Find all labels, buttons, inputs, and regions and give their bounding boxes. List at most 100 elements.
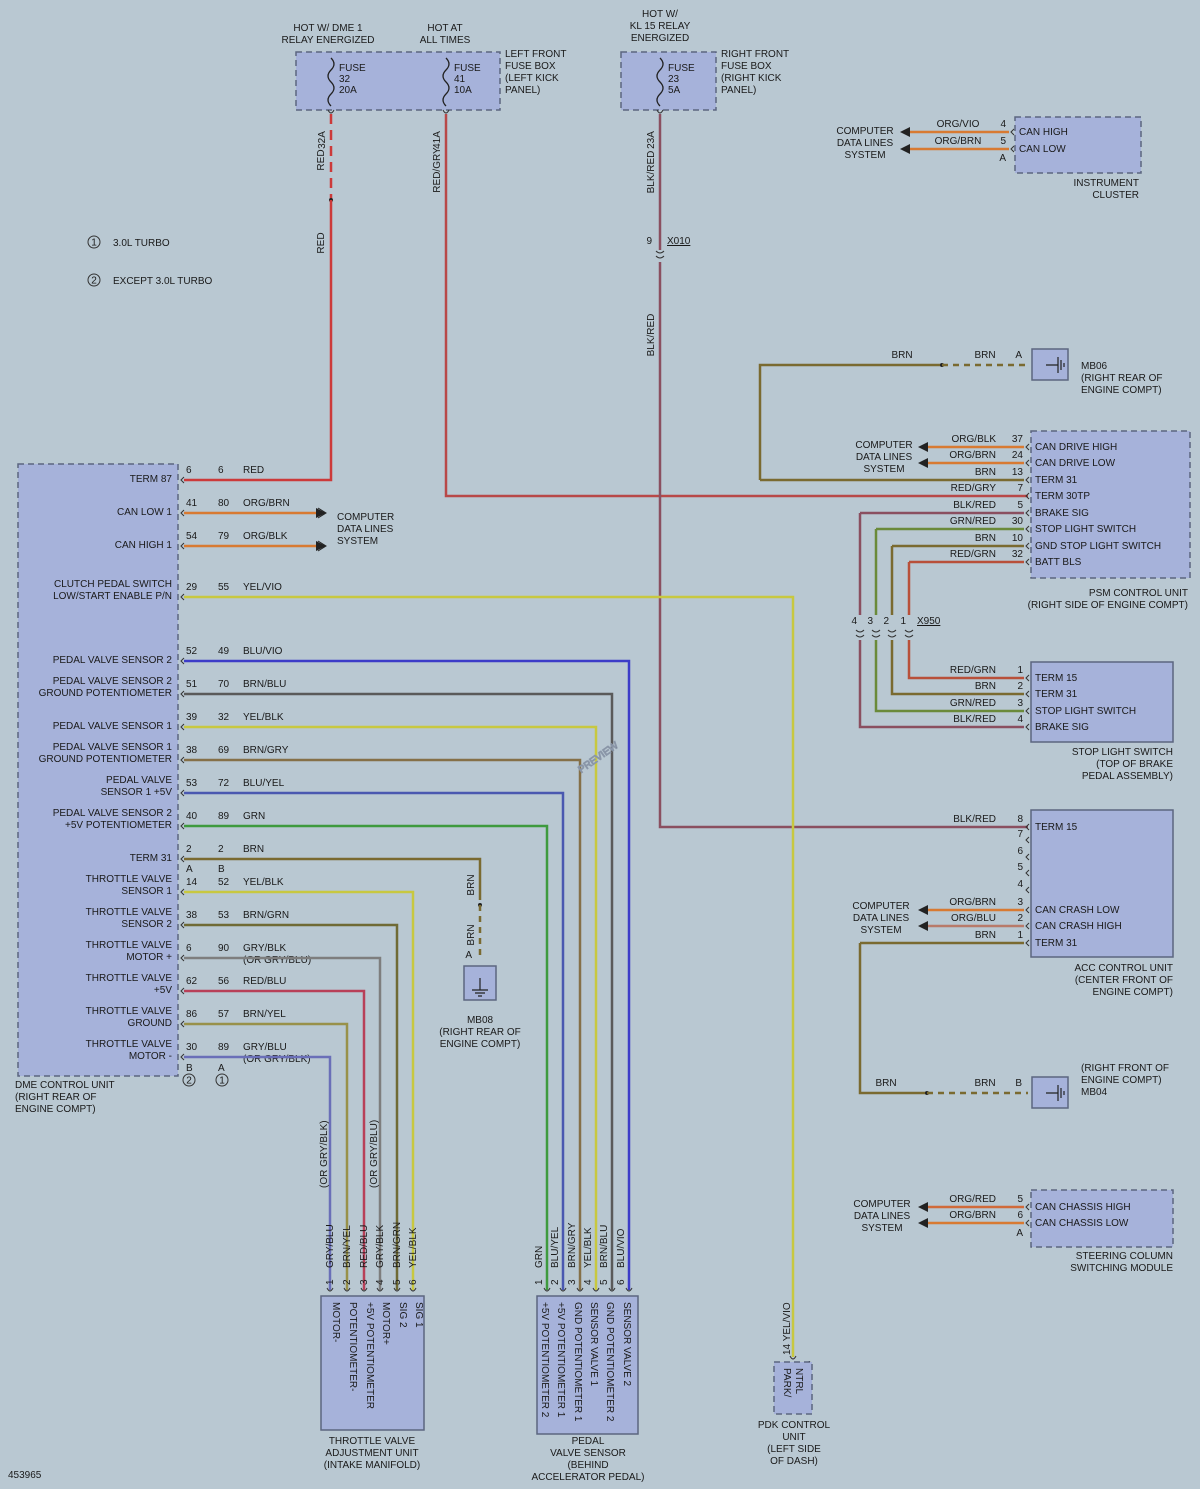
- left-fuse-box-label: (LEFT KICK: [505, 73, 559, 84]
- steering-pin-label: CAN CHASSIS LOW: [1035, 1218, 1129, 1229]
- circle-number: 1: [219, 1076, 225, 1087]
- dme-pin-number: 40: [186, 811, 198, 822]
- fuse32-label: FUSE: [339, 63, 366, 74]
- pdk-title: PDK CONTROL: [758, 1420, 831, 1431]
- psm-pin: 5: [1017, 500, 1023, 511]
- mb08-pin: A: [465, 950, 472, 961]
- throttle-pin-label: POTENTIOMETER-: [347, 1302, 358, 1391]
- x010-label: X010: [667, 236, 691, 247]
- fuse32-label: 32: [339, 74, 351, 85]
- psm-pin: 32: [1012, 549, 1024, 560]
- dme-pin-number: 89: [218, 811, 230, 822]
- connector-icon: [592, 1287, 600, 1292]
- connector-icon: [1025, 690, 1030, 698]
- stop-switch-wire: BRN: [975, 681, 996, 692]
- connector-icon: [1025, 476, 1030, 484]
- hot-all-label: ALL TIMES: [420, 35, 471, 46]
- dme-pin-number: 2: [186, 844, 192, 855]
- dme-pin-number: 90: [218, 943, 230, 954]
- connector-icon: [1025, 869, 1030, 877]
- right-fuse-box-label: FUSE BOX: [721, 61, 772, 72]
- psm-pin-label: STOP LIGHT SWITCH: [1035, 524, 1136, 535]
- mb06-wire: BRN: [974, 350, 995, 361]
- acc-pin: 7: [1017, 829, 1023, 840]
- connector-icon: [1025, 853, 1030, 861]
- fuse-icon: [327, 57, 335, 107]
- wire-brn-blu: [184, 692, 614, 1290]
- acc-pin: 2: [1017, 913, 1023, 924]
- wire-brn-grn: [184, 923, 399, 1290]
- stop-switch-label: BRAKE SIG: [1035, 722, 1089, 733]
- pedal-pin-label: +5V POTENTIOMETER 2: [539, 1302, 550, 1418]
- stop-switch-pin: 2: [1017, 681, 1023, 692]
- instrument-data-lines: DATA LINES: [837, 138, 894, 149]
- connector-icon: [1025, 922, 1030, 930]
- dme-pin-label: CAN LOW 1: [117, 507, 172, 518]
- left-fuse-box-label: LEFT FRONT: [505, 49, 566, 60]
- instrument-data-lines: SYSTEM: [844, 150, 885, 161]
- wire-brn-yel: [184, 1022, 349, 1290]
- dme-pin-label: CAN HIGH 1: [115, 540, 173, 551]
- throttle-pin-number: 4: [375, 1279, 386, 1285]
- pedal-title: ACCELERATOR PEDAL): [532, 1472, 645, 1483]
- pedal-pin-number: 2: [550, 1279, 561, 1285]
- mb08-wire-label: BRN: [466, 924, 477, 945]
- dme-pin-number: 53: [218, 910, 230, 921]
- circle-icon: [215, 1073, 229, 1087]
- connector-icon: [180, 822, 185, 830]
- instrument-wire: ORG/VIO: [937, 119, 980, 130]
- connector-icon: [180, 509, 185, 517]
- connector-icon: [608, 1287, 616, 1292]
- stop-switch-wire: GRN/RED: [950, 698, 996, 709]
- psm-pin-label: TERM 30TP: [1035, 491, 1090, 502]
- dme-pin-number: 2: [218, 844, 224, 855]
- wire-red-blu: [184, 989, 366, 1290]
- throttle-valve-unit-box: [320, 1295, 425, 1431]
- ground-icon: [1046, 1085, 1065, 1101]
- pedal-wire-color: YEL/BLK: [583, 1227, 594, 1268]
- mb04-pin: B: [1015, 1078, 1022, 1089]
- dme-sub-pin: A: [218, 1063, 225, 1074]
- connector-icon: [180, 855, 185, 863]
- connector-icon: [1025, 492, 1030, 500]
- throttle-wire-color: YEL/BLK: [408, 1227, 419, 1268]
- wire-red-gry: [444, 114, 1028, 498]
- dme-pin-label: PEDAL VALVE SENSOR 2: [53, 655, 173, 666]
- dme-wire-color: YEL/VIO: [243, 582, 282, 593]
- psm-wire: BLK/RED: [953, 500, 996, 511]
- pedal-pin-number: 4: [583, 1279, 594, 1285]
- psm-wire: GRN/RED: [950, 516, 996, 527]
- circle-number: 1: [91, 238, 97, 249]
- wire-brn-mb06: [758, 363, 942, 480]
- dme-pin-label: SENSOR 1 +5V: [101, 787, 173, 798]
- mb06-wire: BRN: [891, 350, 912, 361]
- mb04-title: MB04: [1081, 1087, 1108, 1098]
- pdk-pin-label: PARK/: [781, 1368, 792, 1397]
- psm-pin-label: BRAKE SIG: [1035, 508, 1089, 519]
- connector-icon: [1025, 558, 1030, 566]
- connector-icon: [393, 1287, 401, 1292]
- pedal-pin-number: 3: [567, 1279, 578, 1285]
- x950-pin: 4: [851, 616, 857, 627]
- dme-pin-label: +5V: [154, 985, 172, 996]
- dme-pin-label: PEDAL VALVE SENSOR 1: [53, 721, 173, 732]
- connector-icon: [180, 657, 185, 665]
- stop-switch-label: TERM 31: [1035, 689, 1078, 700]
- dme-pin-label: GROUND: [128, 1018, 172, 1029]
- term23a-label: 23A: [646, 131, 657, 149]
- dme-pin-number: 6: [186, 943, 192, 954]
- instrument-title: INSTRUMENT: [1073, 178, 1139, 189]
- stop-switch-pin: 1: [1017, 665, 1023, 676]
- fuse41-label: 41: [454, 74, 466, 85]
- pedal-pin-label: GND POTENTIOMETER 1: [572, 1302, 583, 1422]
- dme-wire-color-alt: (OR GRY/BLK): [243, 1054, 311, 1065]
- wire-yel-blk-pedal: [184, 725, 598, 1290]
- connector-icon: [1025, 525, 1030, 533]
- dme-wire-color: RED: [243, 465, 264, 476]
- dme-pin-number: 56: [218, 976, 230, 987]
- dme-data-lines-label: DATA LINES: [337, 524, 394, 535]
- wire-ss-4: [858, 640, 1024, 729]
- acc-pin: 6: [1017, 846, 1023, 857]
- dme-pin-label: TERM 31: [130, 853, 173, 864]
- right-fuse-box-label: RIGHT FRONT: [721, 49, 789, 60]
